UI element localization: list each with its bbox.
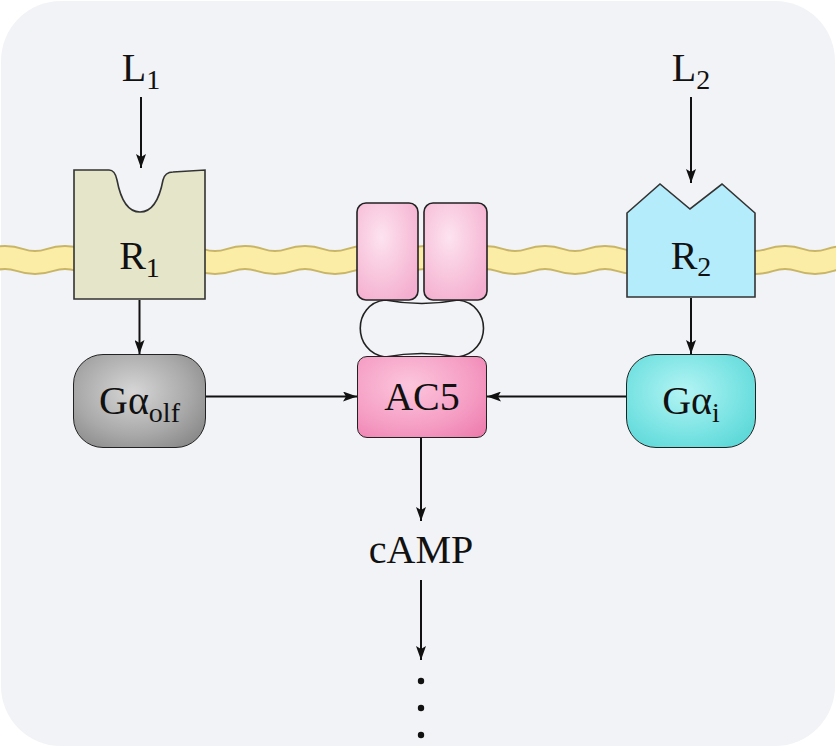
signal-arrow (690, 97, 692, 183)
continuation-dot (418, 678, 424, 684)
receptor-shape: R1 (73, 168, 206, 300)
cytoplasmic-loops (360, 300, 483, 357)
subscript-text: 1 (146, 64, 160, 95)
subscript-text: 2 (697, 251, 711, 282)
main-text: Gα (662, 378, 712, 423)
signal-arrow (139, 300, 141, 354)
main-text: L (122, 45, 146, 90)
ligand-label: L2 (662, 41, 720, 95)
signal-arrow (487, 396, 626, 398)
receptor-outline (74, 170, 205, 299)
receptor-shape: R2 (626, 183, 756, 298)
continuation-dot (418, 732, 424, 738)
node-text: L2 (672, 47, 710, 89)
second-messenger-label: cAMP (359, 523, 483, 577)
node-text: L1 (122, 47, 160, 89)
signal-arrow (690, 298, 692, 354)
receptor-outline (627, 184, 755, 297)
node-text: cAMP (369, 529, 473, 571)
main-text: R (671, 233, 698, 278)
subscript-text: i (712, 397, 720, 428)
node-text: R1 (119, 235, 160, 277)
node-text: AC5 (384, 376, 460, 418)
g-protein-box: Gαi (626, 354, 756, 448)
downstream-arrow (420, 580, 422, 660)
node-text: Gαi (662, 380, 720, 422)
main-text: L (672, 45, 696, 90)
enzyme-box: AC5 (357, 356, 487, 438)
transmembrane-domain (424, 203, 487, 300)
subscript-text: olf (149, 397, 180, 428)
node-text: Gαolf (99, 380, 180, 422)
signal-arrow (206, 396, 357, 398)
subscript-text: 2 (696, 64, 710, 95)
node-text: R2 (671, 235, 712, 277)
transmembrane-domain (357, 203, 418, 300)
signal-arrow (420, 438, 422, 522)
ligand-label: L1 (112, 41, 170, 95)
g-protein-box: Gαolf (73, 354, 206, 448)
main-text: R (119, 233, 146, 278)
signal-arrow (140, 97, 142, 168)
main-text: Gα (99, 378, 149, 423)
continuation-dot (418, 705, 424, 711)
subscript-text: 1 (146, 252, 160, 283)
